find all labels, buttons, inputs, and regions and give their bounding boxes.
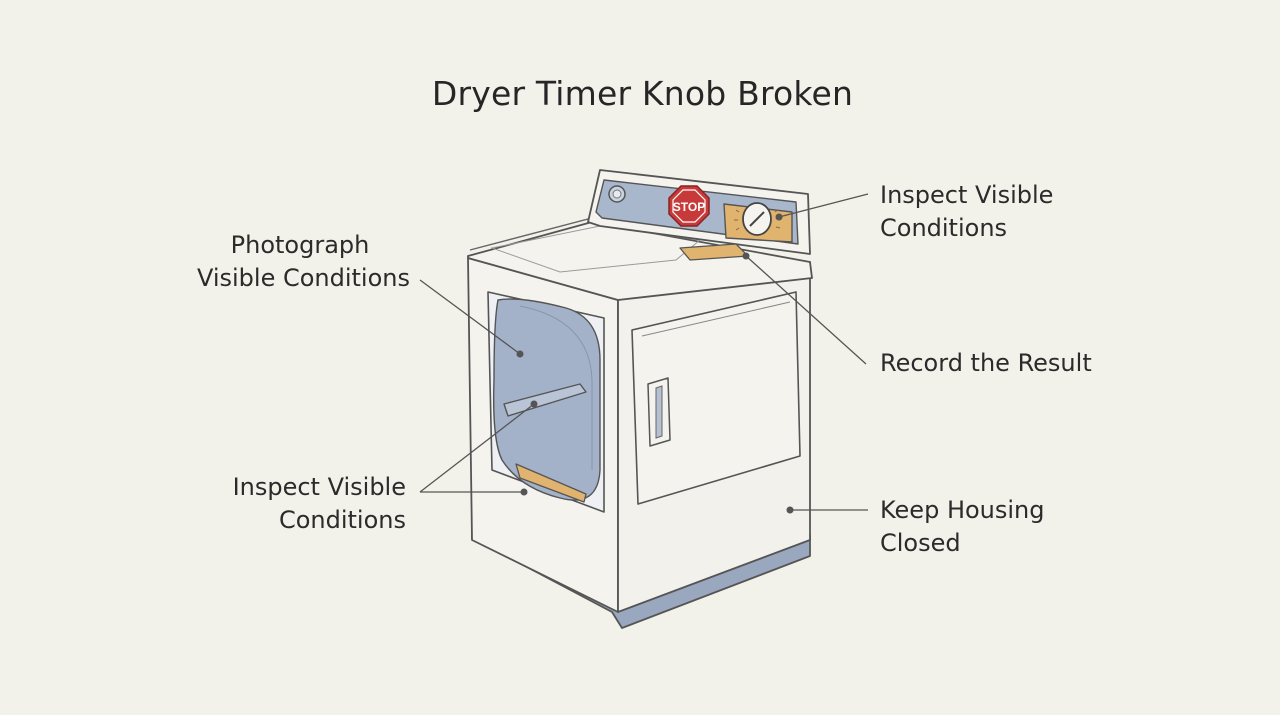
svg-text:STOP: STOP [673,200,705,214]
side-door-panel [631,291,801,505]
door-seal-icon [515,463,587,503]
label-door-seal: Inspect Visible Conditions [200,471,406,537]
label-door-seal-line2: Conditions [278,506,406,534]
label-housing-line1: Keep Housing [880,496,1045,524]
label-drum: Photograph Visible Conditions [190,229,410,295]
label-drum-line2: Visible Conditions [196,264,410,292]
label-timer-knob: Inspect Visible Conditions [880,179,1053,245]
diagram-title: Dryer Timer Knob Broken [431,74,854,113]
drum-baffle-icon [503,383,587,417]
label-record-line1: Record the Result [880,349,1092,377]
label-drum-line1: Photograph [230,231,370,259]
label-housing: Keep Housing Closed [880,494,1045,560]
stop-sign-icon: STOP [668,185,710,227]
label-housing-line2: Closed [880,529,961,557]
label-timer-knob-line2: Conditions [880,214,1008,242]
label-door-seal-line1: Inspect Visible [232,473,406,501]
label-timer-knob-line1: Inspect Visible [880,181,1054,209]
label-record: Record the Result [880,347,1092,380]
